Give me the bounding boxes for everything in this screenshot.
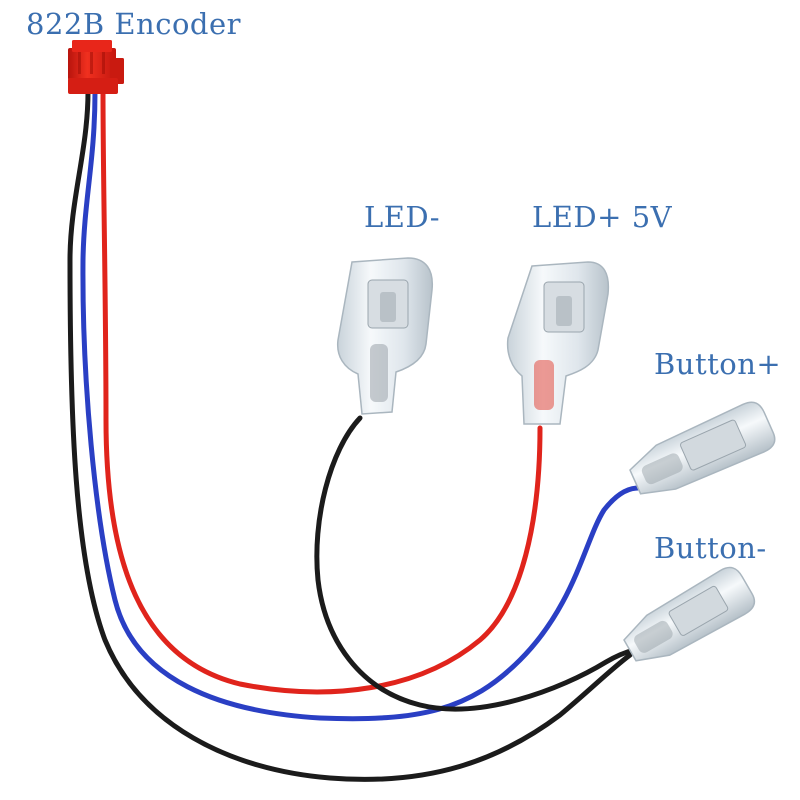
black-wire-led (314, 415, 637, 712)
encoder-connector (68, 40, 124, 94)
blue-wire (80, 89, 641, 722)
terminal-button-minus (623, 566, 756, 662)
terminal-button-plus (629, 401, 776, 495)
terminal-led-plus (506, 261, 610, 425)
button-minus-label: Button- (654, 531, 767, 565)
red-wire (100, 89, 543, 695)
led-plus-label: LED+ 5V (532, 200, 673, 234)
black-wire-button (67, 89, 633, 782)
encoder-label: 822B Encoder (26, 7, 242, 41)
terminal-led-minus (336, 257, 434, 415)
led-minus-label: LED- (364, 200, 441, 234)
button-plus-label: Button+ (654, 347, 782, 381)
